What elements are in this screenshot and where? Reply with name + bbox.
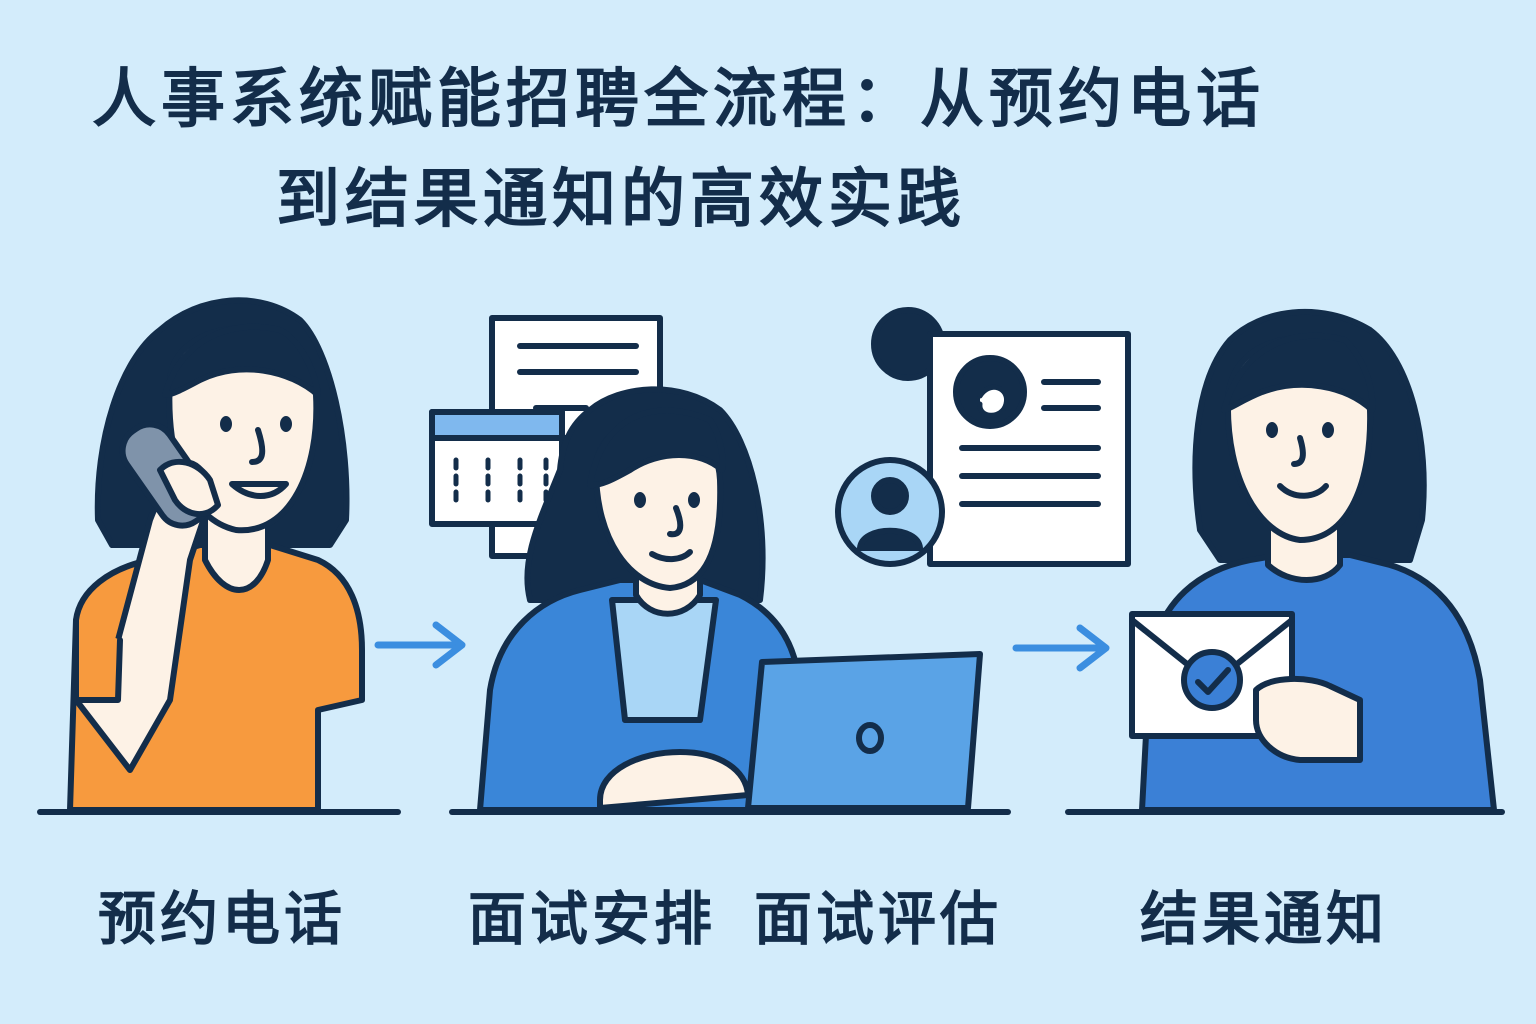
page-title-line-1: 人事系统赋能招聘全流程：从预约电话 — [92, 63, 1265, 137]
step-label-interview-scheduling: 面试安排 — [468, 885, 717, 953]
envelope-check-icon — [1129, 611, 1295, 739]
step-label-result-notification: 结果通知 — [1140, 885, 1389, 953]
calendar-icon — [429, 409, 565, 527]
step-label-booking-call: 预约电话 — [98, 885, 347, 953]
person-phone-caller — [67, 297, 365, 813]
flow-arrow-2 — [1012, 624, 1110, 672]
page-title-line-2: 到结果通知的高效实践 — [276, 163, 966, 237]
step-label-interview-evaluation: 面试评估 — [754, 885, 1003, 953]
evaluation-visuals — [835, 307, 1131, 567]
person-notifier — [1129, 308, 1497, 813]
candidate-avatar-icon — [835, 457, 945, 567]
person-scheduler — [429, 315, 983, 813]
flow-arrow-1 — [374, 621, 466, 669]
